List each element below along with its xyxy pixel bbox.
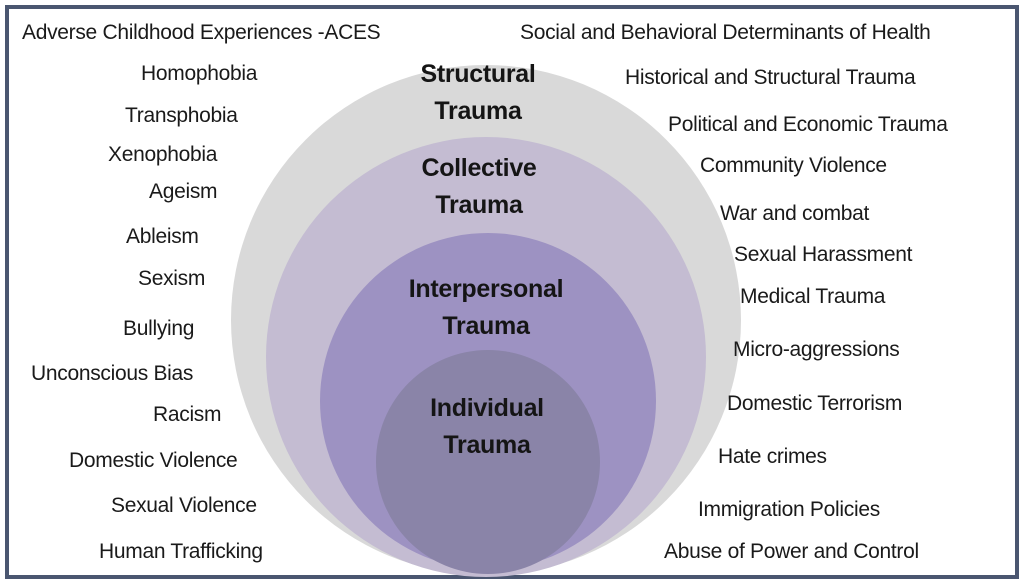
right-label: Hate crimes <box>718 445 827 468</box>
right-label: Historical and Structural Trauma <box>625 66 916 89</box>
left-label: Bullying <box>123 317 195 340</box>
structural-trauma-line2: Trauma <box>434 97 522 125</box>
left-label: Sexual Violence <box>111 494 257 517</box>
right-label: Immigration Policies <box>698 498 880 521</box>
collective-trauma-title: Collective Trauma <box>359 150 599 224</box>
collective-trauma-line2: Trauma <box>435 191 523 219</box>
structural-trauma-line1: Structural <box>420 60 536 88</box>
right-label: War and combat <box>720 202 870 225</box>
right-label: Abuse of Power and Control <box>664 540 919 563</box>
individual-trauma-title: Individual Trauma <box>367 390 607 464</box>
left-label: Xenophobia <box>108 143 218 166</box>
left-label: Homophobia <box>141 62 258 85</box>
right-label: Political and Economic Trauma <box>668 113 948 136</box>
left-label: Human Trafficking <box>99 540 263 563</box>
right-label: Medical Trauma <box>740 285 886 308</box>
individual-trauma-line1: Individual <box>430 394 544 422</box>
individual-trauma-circle <box>376 350 600 574</box>
left-label: Domestic Violence <box>69 449 238 472</box>
left-label: Sexism <box>138 267 206 290</box>
left-label: Adverse Childhood Experiences -ACES <box>22 21 381 44</box>
right-label: Community Violence <box>700 154 887 177</box>
collective-trauma-line1: Collective <box>421 154 537 182</box>
right-label: Sexual Harassment <box>734 243 913 266</box>
individual-trauma-line2: Trauma <box>443 431 531 459</box>
interpersonal-trauma-title: Interpersonal Trauma <box>366 271 606 345</box>
left-label: Racism <box>153 403 222 426</box>
interpersonal-trauma-line2: Trauma <box>442 312 530 340</box>
right-label: Domestic Terrorism <box>727 392 903 415</box>
right-label: Micro-aggressions <box>733 338 900 361</box>
right-label: Social and Behavioral Determinants of He… <box>520 21 931 44</box>
left-label: Ableism <box>126 225 199 248</box>
interpersonal-trauma-line1: Interpersonal <box>408 275 564 303</box>
left-label: Unconscious Bias <box>31 362 194 385</box>
left-label: Ageism <box>149 180 218 203</box>
left-label: Transphobia <box>125 104 238 127</box>
structural-trauma-title: Structural Trauma <box>358 56 598 130</box>
